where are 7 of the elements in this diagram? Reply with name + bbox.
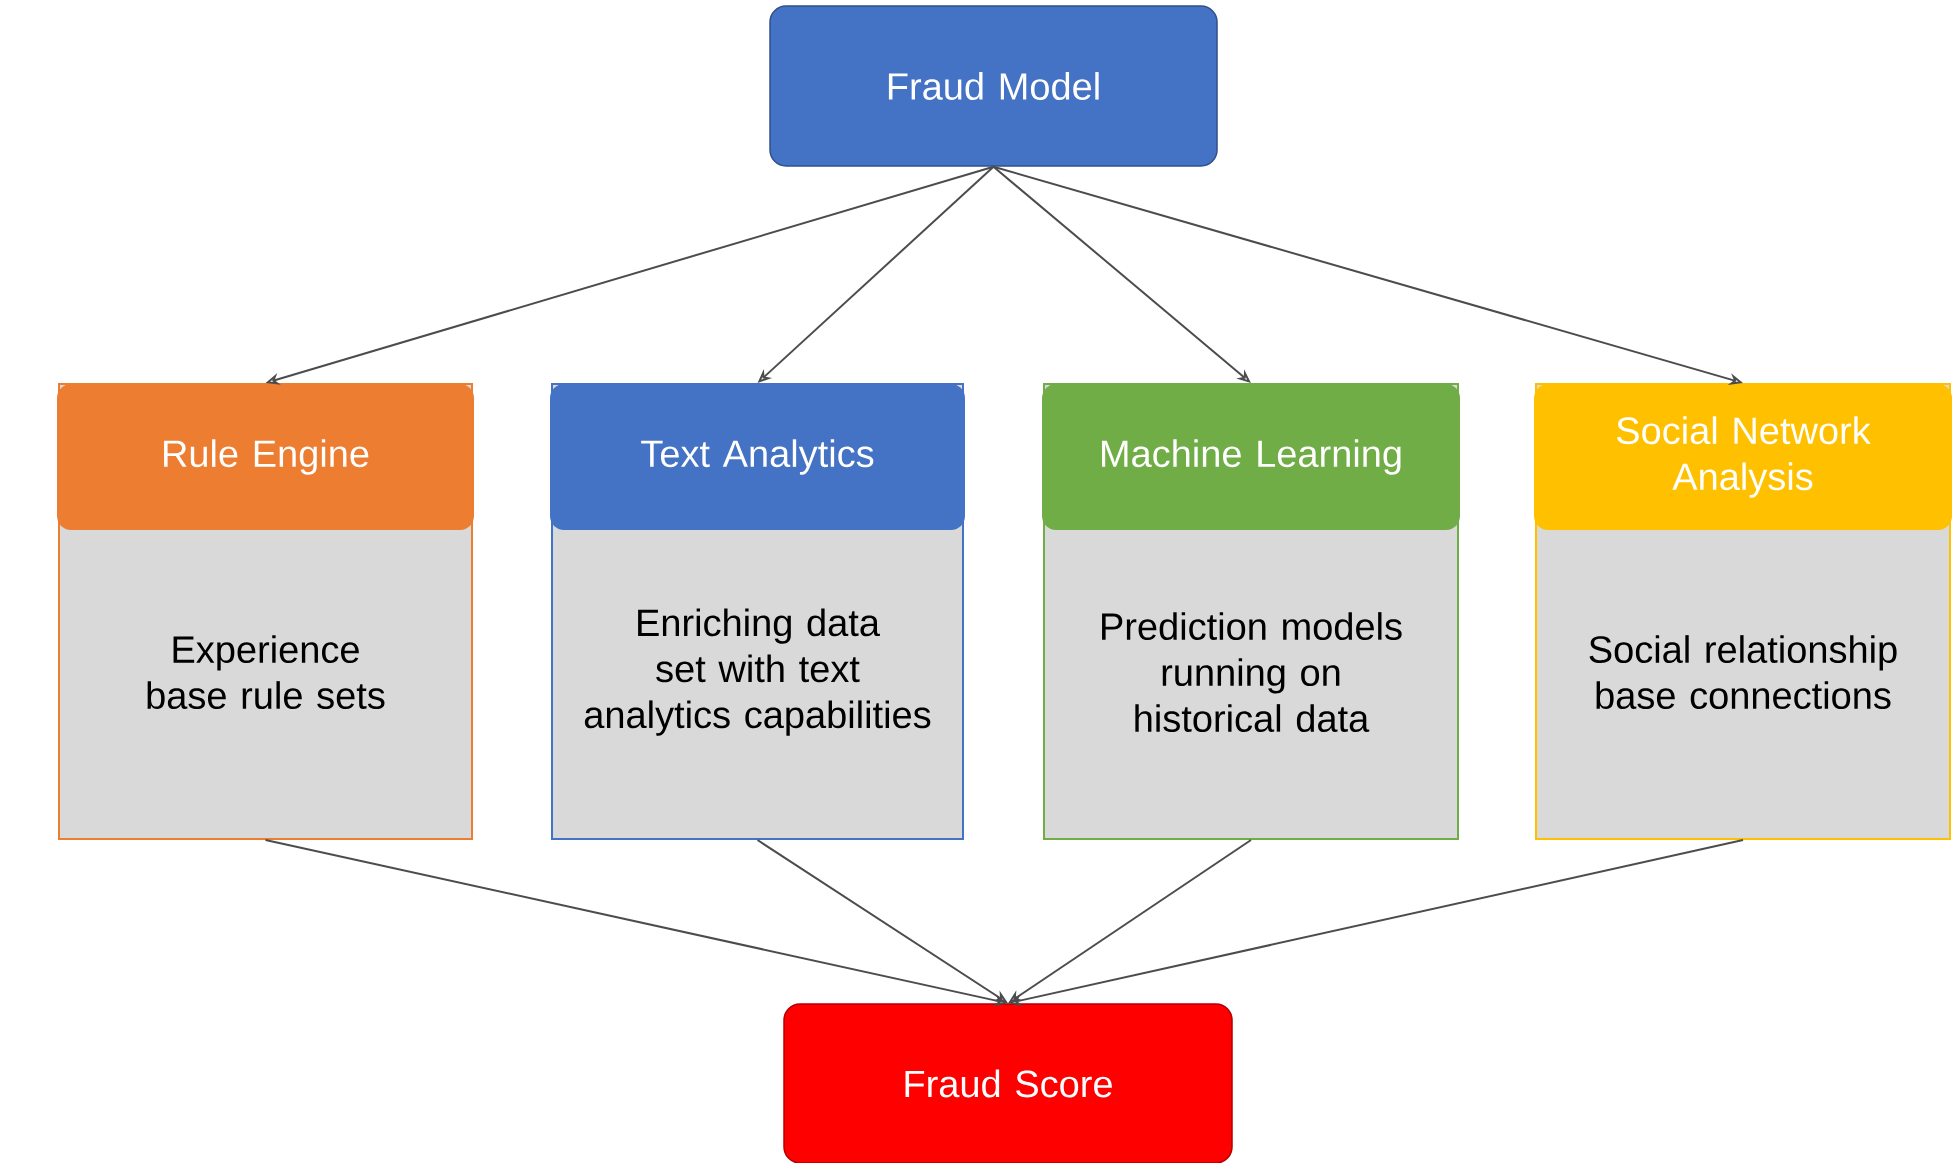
card: Machine Learning Prediction models running on historical data [1042,383,1460,840]
card: Social Network Analysis Social relationship base connections [1534,383,1952,840]
process-box: Fraud Model [769,5,1218,167]
card: Rule Engine Experience base rule sets [57,383,474,840]
arrow [992,165,1251,383]
process-box: Fraud Score [783,1003,1233,1163]
card: Text Analytics Enriching data set with text analytics capabilities [550,383,965,840]
